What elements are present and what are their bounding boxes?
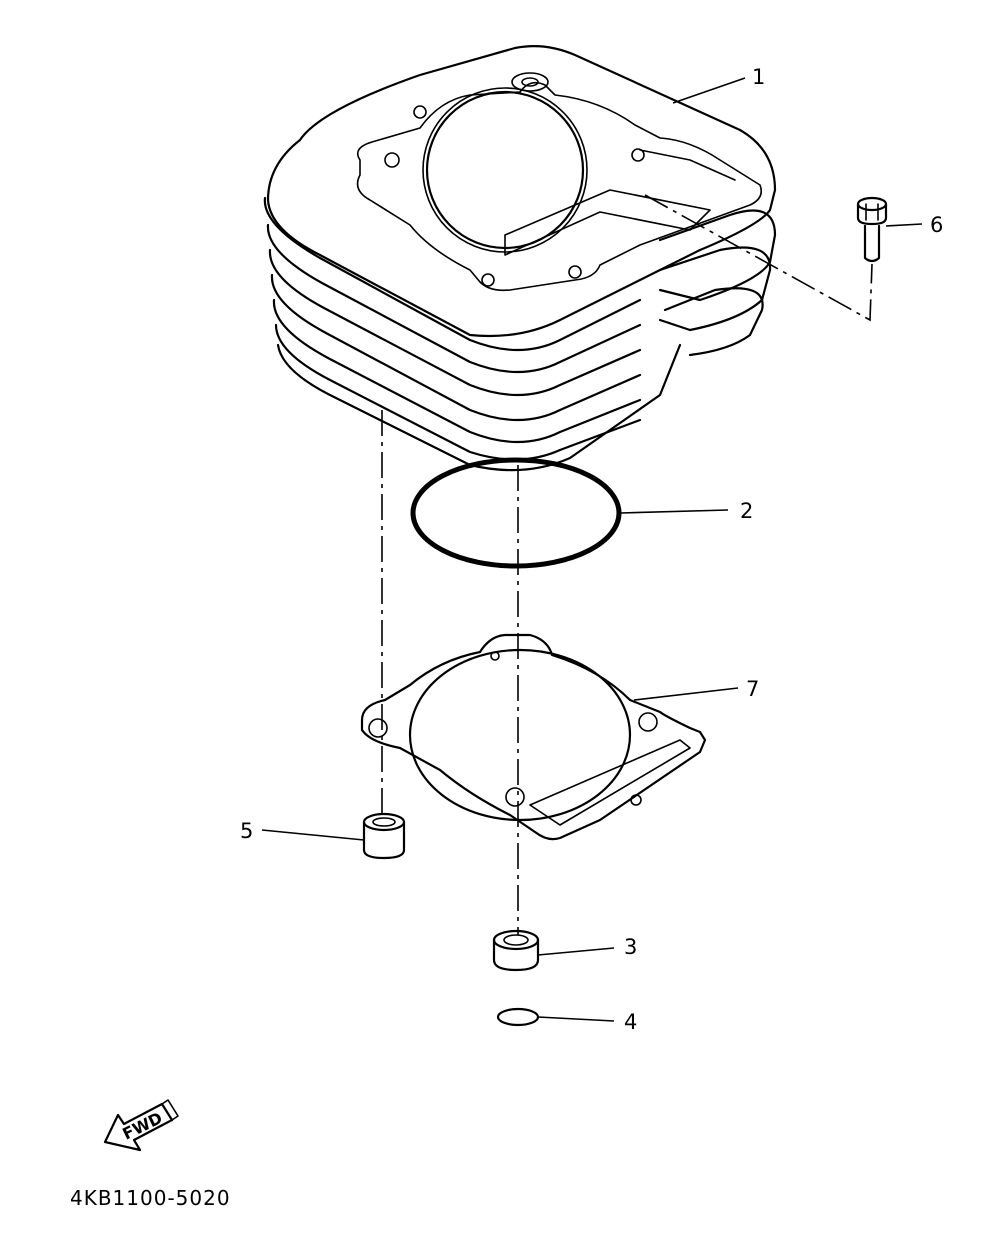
callout-1: 1: [752, 65, 765, 89]
callout-3: 3: [624, 935, 637, 959]
fwd-arrow-icon: FWD: [103, 1099, 179, 1152]
callouts: 1 2 3 4 5 6 7: [240, 65, 943, 1034]
alignment-lines: [381, 194, 873, 935]
bolt: [856, 196, 888, 263]
callout-5: 5: [240, 819, 253, 843]
callout-2: 2: [740, 499, 753, 523]
cylinder-base-gasket: [360, 633, 707, 841]
leader-lines: [261, 77, 923, 1022]
dowel-pin-left: [362, 812, 406, 860]
callout-4: 4: [624, 1010, 637, 1034]
callout-7: 7: [746, 677, 759, 701]
cylinder-block: [263, 45, 777, 472]
part-code: 4KB1100-5020: [70, 1186, 231, 1210]
o-ring: [410, 457, 622, 569]
dowel-pin-center: [492, 929, 540, 972]
small-o-ring: [496, 1007, 540, 1027]
callout-6: 6: [930, 213, 943, 237]
